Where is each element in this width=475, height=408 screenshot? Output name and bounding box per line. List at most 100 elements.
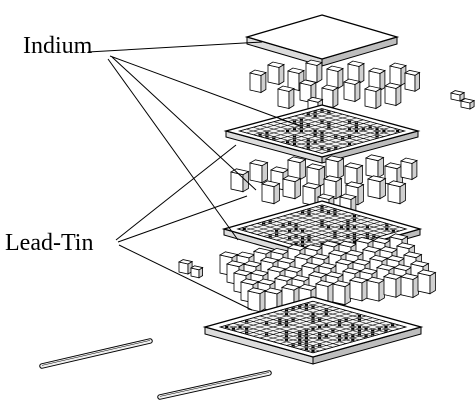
circuit-plate-1-pad: [320, 131, 324, 134]
bump-top: [367, 67, 386, 74]
bump-top: [346, 60, 365, 67]
bump-front: [343, 81, 356, 103]
circuit-plate-1-pad: [375, 128, 379, 131]
circuit-plate-2-pad: [294, 235, 298, 238]
circuit-plate-3-pad: [311, 327, 315, 330]
bump-front: [305, 62, 318, 84]
circuit-plate-2-pad: [320, 220, 324, 223]
bump-front: [249, 72, 262, 94]
circuit-plate-3-pad: [357, 326, 362, 328]
circuit-plate-2-trace-b: [315, 206, 400, 232]
circuit-plate-2-pad: [333, 231, 337, 234]
bump-top: [344, 181, 365, 189]
circuit-plate-2-pad: [333, 209, 337, 212]
circuit-plate-3-pad: [245, 331, 249, 334]
circuit-plate-1-pad: [368, 126, 372, 129]
circuit-plate-2-pad: [352, 226, 357, 229]
bump-front: [332, 283, 346, 306]
circuit-plate-3-trace-b: [293, 306, 387, 333]
circuit-plate-2-trace-a: [237, 204, 323, 230]
circuit-plate-3-pad: [337, 335, 342, 338]
circuit-plate-3-trace-b: [273, 311, 367, 339]
bump-front: [267, 64, 280, 86]
circuit-plate-2-trace-b: [308, 208, 394, 233]
bump: [304, 59, 323, 84]
indium-label: Indium: [23, 33, 93, 59]
circuit-plate-2-pad: [320, 209, 324, 212]
circuit-plate-1-pad: [354, 130, 358, 132]
bump-top: [305, 163, 326, 171]
circuit-plate-3-pad: [304, 303, 308, 306]
loose-part-4: [189, 265, 204, 279]
bump-front: [367, 178, 381, 200]
circuit-plate-2-pad: [352, 240, 357, 243]
bump-top: [320, 84, 339, 91]
circuit-plate-3-pad: [298, 335, 302, 338]
bump: [348, 276, 369, 302]
circuit-plate-3-pad: [337, 320, 342, 323]
circuit-plate-1-pad: [334, 146, 338, 149]
circuit-plate-3-trace-b: [306, 302, 400, 330]
loose-part-2: [459, 98, 475, 110]
circuit-plate-1-pad: [327, 122, 331, 125]
circuit-plate-1-pad: [306, 124, 310, 127]
circuit-plate-1-pad: [313, 115, 317, 118]
bump-top: [343, 162, 364, 170]
loose-part-3-top: [177, 259, 194, 265]
bump-top: [342, 78, 361, 85]
circuit-plate-2-trace-a: [250, 208, 336, 233]
circuit-plate-3-pad: [245, 320, 249, 323]
bump: [286, 156, 307, 181]
circuit-plate-1-pad: [286, 141, 290, 144]
circuit-plate-3-pad: [318, 318, 322, 321]
bump: [305, 163, 326, 188]
bump-top: [395, 242, 416, 250]
circuit-plate-2-pad: [300, 211, 305, 214]
top-cap-plate-top-face: [244, 14, 400, 60]
bump-top: [248, 159, 269, 167]
circuit-plate-3-pad: [291, 307, 295, 310]
circuit-plate-2-trace-a: [257, 210, 342, 235]
circuit-plate-3-pad: [357, 318, 362, 321]
circuit-plate-3-pad: [344, 337, 348, 340]
circuit-plate-3-trace-a: [293, 321, 387, 348]
bump-front: [230, 171, 244, 193]
bump-top: [324, 155, 345, 163]
bump-front: [364, 88, 377, 110]
circuit-plate-2-trace-b: [270, 219, 355, 245]
circuit-plate-1-pad: [313, 133, 317, 136]
bump-front: [325, 158, 339, 180]
lead-tin-leader: [117, 195, 248, 243]
circuit-plate-1-pad: [265, 131, 269, 134]
circuit-plate-2-pad: [294, 224, 298, 227]
circuit-plate-1-pad: [299, 122, 303, 125]
circuit-plate-3-pad: [284, 331, 289, 334]
circuit-plate-2-pad: [242, 228, 246, 230]
circuit-plate-3-pad: [245, 327, 249, 330]
indium-leader: [111, 56, 257, 191]
circuit-plate-2-pad: [281, 224, 285, 227]
bump-front: [387, 183, 401, 205]
circuit-plate-2-trace-b: [295, 212, 381, 237]
circuit-plate-1-pad: [313, 130, 317, 132]
circuit-plate-3-pad: [291, 344, 295, 347]
circuit-plate-3-pad: [264, 333, 269, 336]
bump-front: [400, 276, 414, 299]
circuit-plate-2-trace-a: [276, 215, 361, 241]
bump-top: [386, 180, 407, 188]
lead-tin-leader: [115, 144, 237, 241]
bump: [416, 269, 437, 295]
circuit-plate-2-pad: [346, 220, 350, 223]
circuit-plate-3-pad: [304, 333, 308, 336]
bump-top: [306, 96, 324, 103]
circuit-plate-3-pad: [391, 324, 395, 327]
bump: [382, 272, 403, 299]
circuit-plate-3-pad: [357, 314, 362, 317]
bump: [331, 280, 352, 306]
circuit-plate-3-pad: [324, 324, 328, 327]
circuit-plate-3-pad: [344, 318, 348, 321]
bump-top: [260, 180, 281, 188]
bump: [322, 175, 343, 200]
circuit-plate-1: [223, 104, 421, 164]
